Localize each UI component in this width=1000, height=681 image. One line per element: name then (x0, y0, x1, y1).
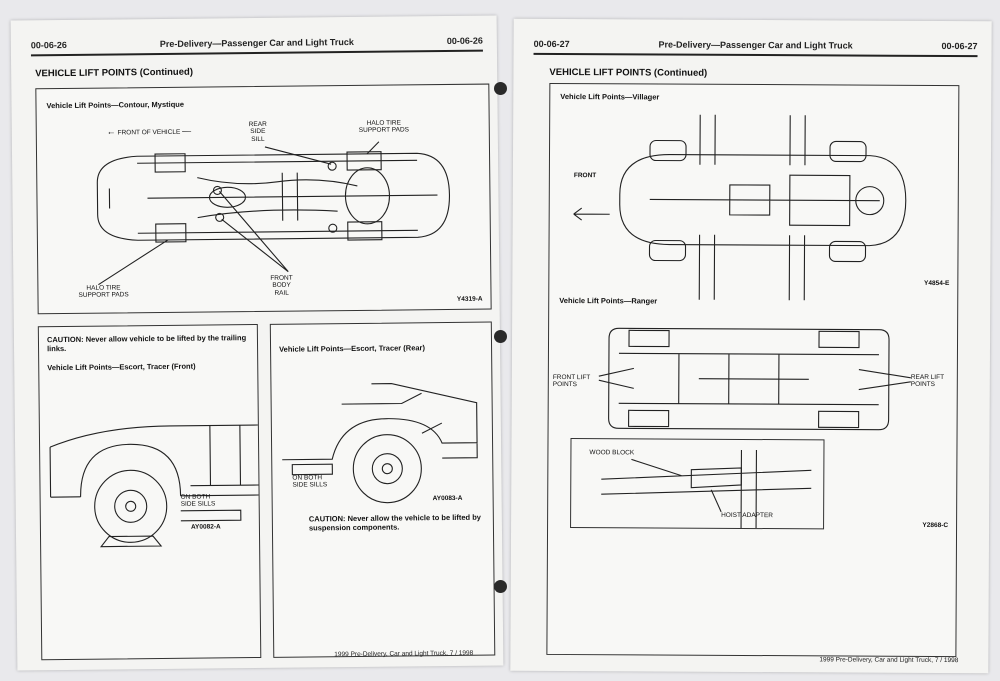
left-page-header: 00-06-26 Pre-Delivery—Passenger Car and … (30, 33, 483, 57)
right-page-header: 00-06-27 Pre-Delivery—Passenger Car and … (533, 36, 978, 58)
binder-hole (494, 330, 507, 343)
label-rear-lift-points: REAR LIFT POINTS (910, 373, 945, 389)
binder-hole (494, 82, 507, 95)
label-on-both-side-sills: ON BOTH SIDE SILLS (180, 493, 216, 509)
figure-caption: Vehicle Lift Points—Escort, Tracer (Rear… (279, 343, 425, 354)
hoist-adapter-drawing (601, 449, 812, 529)
figure-caption-ranger: Vehicle Lift Points—Ranger (559, 295, 658, 306)
label-on-both-side-sills: ON BOTH SIDE SILLS (292, 474, 328, 490)
villager-underbody-drawing (573, 114, 907, 301)
left-page-footer: 1999 Pre-Delivery, Car and Light Truck, … (334, 649, 474, 659)
figure-id-ranger: Y2868-C (922, 521, 949, 530)
figure-id-villager: Y4854-E (924, 279, 950, 288)
right-page-number-right: 00-06-27 (941, 40, 978, 52)
left-page-header-title: Pre-Delivery—Passenger Car and Light Tru… (159, 36, 354, 50)
right-figures-frame: Vehicle Lift Points—Villager FRONT Y4854… (546, 82, 960, 658)
figure-escort-tracer-front: CAUTION: Never allow vehicle to be lifte… (37, 323, 262, 661)
ranger-hoist-inset: WOOD BLOCK HOIST ADAPTER (570, 438, 825, 530)
right-section-title: VEHICLE LIFT POINTS (Continued) (549, 66, 708, 79)
figure-caption-villager: Vehicle Lift Points—Villager (560, 91, 660, 102)
figure-contour-mystique: Vehicle Lift Points—Contour, Mystique ← … (35, 83, 492, 315)
caution-trailing-links: CAUTION: Never allow vehicle to be lifte… (46, 333, 247, 354)
ranger-underbody-drawing (598, 327, 911, 431)
contour-underbody-drawing (96, 141, 451, 286)
figure-caption: Vehicle Lift Points—Escort, Tracer (Fron… (47, 361, 196, 373)
binder-hole (494, 580, 507, 593)
label-front-lift-points: FRONT LIFT POINTS (552, 373, 591, 389)
left-section-title: VEHICLE LIFT POINTS (Continued) (35, 66, 194, 80)
left-page-number-right: 00-06-26 (446, 35, 483, 46)
escort-front-wheel-drawing (49, 424, 259, 548)
figure-escort-tracer-rear: Vehicle Lift Points—Escort, Tracer (Rear… (269, 321, 496, 658)
right-page-footer: 1999 Pre-Delivery, Car and Light Truck, … (819, 656, 959, 665)
escort-rear-wheel-drawing (282, 383, 478, 504)
figure-id: AY0082-A (190, 523, 221, 531)
right-page: 00-06-27 Pre-Delivery—Passenger Car and … (510, 18, 992, 674)
figure-id: AY0083-A (432, 494, 463, 503)
caution-suspension-components: CAUTION: Never allow the vehicle to be l… (308, 512, 482, 533)
right-page-header-title: Pre-Delivery—Passenger Car and Light Tru… (658, 39, 853, 51)
left-page: 00-06-26 Pre-Delivery—Passenger Car and … (10, 15, 504, 671)
